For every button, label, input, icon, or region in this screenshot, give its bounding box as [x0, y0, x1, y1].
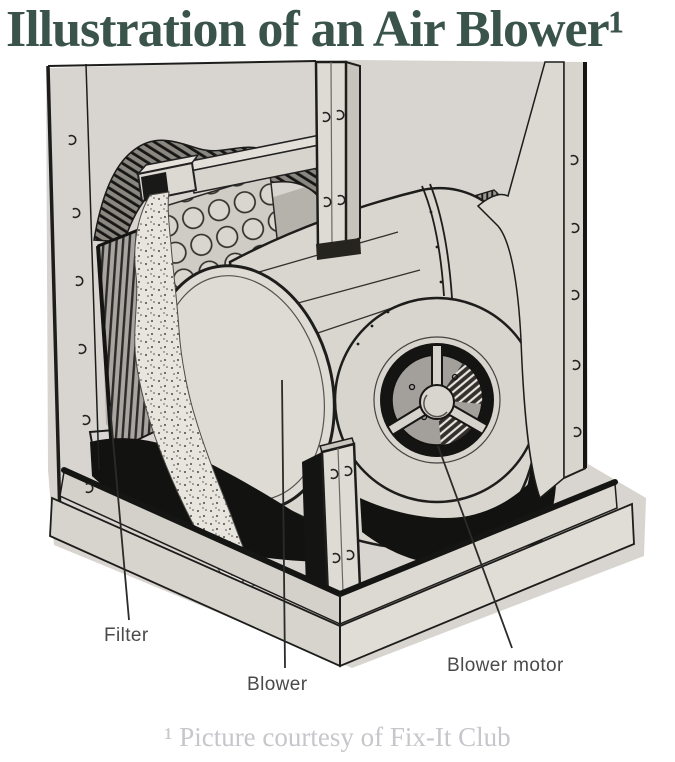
- label-blower-motor: Blower motor: [447, 655, 564, 676]
- support-post-front: [302, 437, 362, 598]
- left-frame: [46, 60, 317, 521]
- blower-motor-leader-line: [437, 445, 513, 649]
- right-panel: [476, 61, 587, 500]
- footnote: ¹ Picture courtesy of Fix-It Club: [164, 722, 511, 752]
- blower-motor-assembly: [387, 346, 487, 446]
- page-title: Illustration of an Air Blower¹: [6, 1, 624, 58]
- label-filter: Filter: [104, 625, 149, 646]
- motor-mount-spider: [387, 346, 487, 436]
- label-blower: Blower: [247, 674, 308, 695]
- blower-leader-line: [281, 379, 286, 669]
- filter-leader-line: [109, 405, 130, 621]
- support-post-top: [314, 60, 361, 260]
- leader-lines: [109, 379, 513, 669]
